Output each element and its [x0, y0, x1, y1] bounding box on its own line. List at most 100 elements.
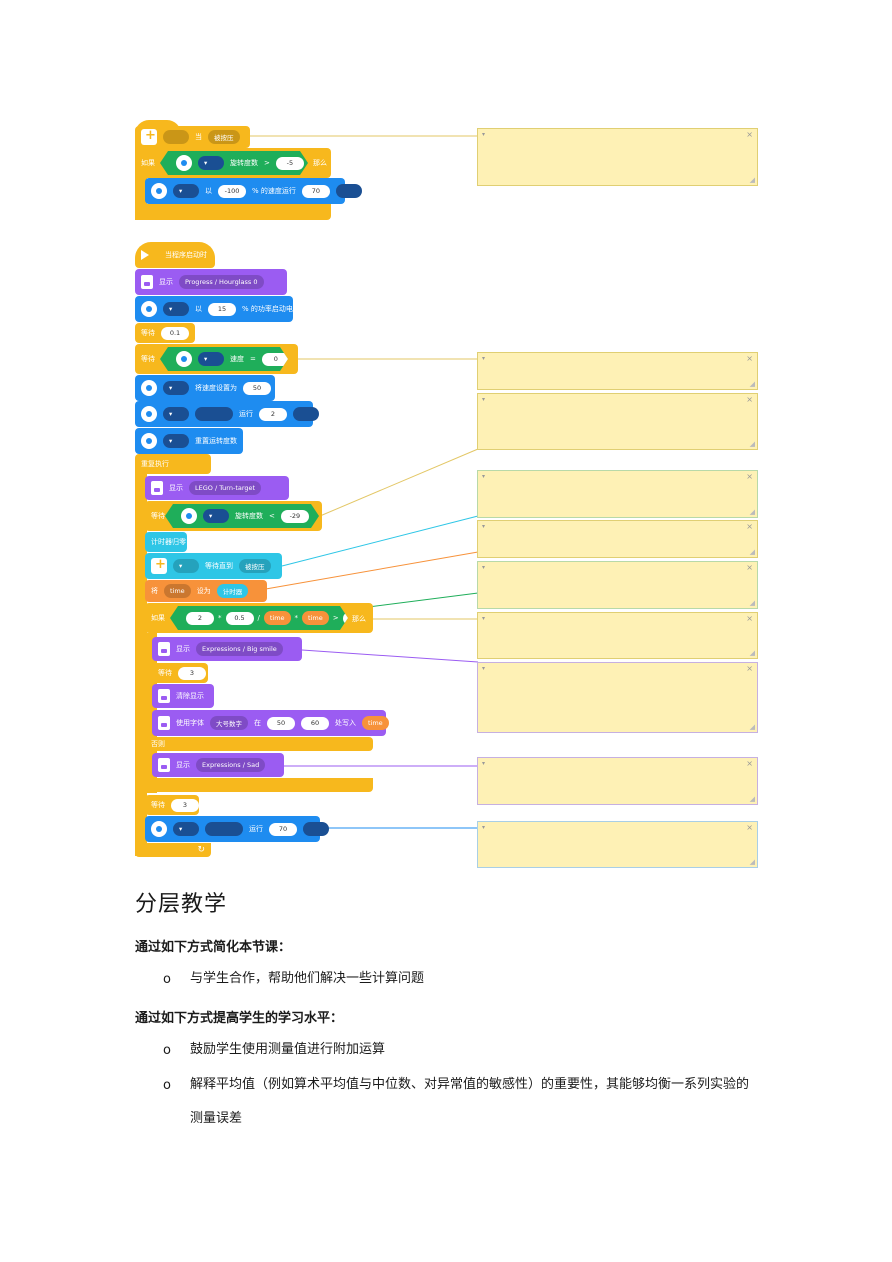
collapse-icon[interactable]: ▾ [482, 665, 486, 672]
resize-icon[interactable]: ◢ [749, 508, 755, 516]
close-icon[interactable]: × [746, 823, 753, 832]
display-image-dropdown[interactable]: Progress / Hourglass 0 [179, 275, 264, 289]
run-unit-dropdown[interactable] [303, 822, 329, 836]
display-image-dropdown[interactable]: Expressions / Sad [196, 758, 266, 772]
clear-display-block[interactable]: 清除显示 [152, 684, 214, 708]
display-block[interactable]: 显示 LEGO / Turn-target [145, 476, 289, 500]
run-unit-dropdown[interactable] [335, 184, 362, 198]
close-icon[interactable]: × [746, 130, 753, 139]
resize-icon[interactable]: ◢ [749, 176, 755, 184]
close-icon[interactable]: × [746, 759, 753, 768]
run-speed-value[interactable]: -100 [218, 184, 246, 198]
collapse-icon[interactable]: ▾ [482, 760, 486, 767]
set-speed-block[interactable]: ▾ 将速度设置为 50 % [135, 375, 284, 401]
rotation-value[interactable]: -29 [281, 510, 309, 523]
run-motor-block[interactable]: ▾ 以 -100 % 的速度运行 70 [145, 178, 362, 204]
force-state-dropdown[interactable]: 被按压 [239, 559, 271, 573]
run-amount[interactable]: 70 [269, 822, 297, 836]
speed-value[interactable]: 0 [262, 353, 290, 366]
run-motor-block[interactable]: ▾ 运行 2 [135, 401, 319, 427]
motor-port-dropdown[interactable]: ▾ [163, 381, 189, 395]
run-motor-block[interactable]: ▾ 运行 70 [145, 816, 329, 842]
calc-var2[interactable]: time [302, 611, 329, 625]
close-icon[interactable]: × [746, 522, 753, 531]
rotation-condition[interactable]: ▾ 旋转度数 > -5 [160, 151, 308, 175]
motor-port-dropdown[interactable]: ▾ [203, 509, 229, 523]
calc-b[interactable]: 0.5 [226, 612, 254, 625]
speed-condition[interactable]: ▾ 速度 = 0 [160, 347, 288, 371]
wait-seconds-block[interactable]: 等待 0.1 秒 [135, 323, 202, 343]
display-image-dropdown[interactable]: LEGO / Turn-target [189, 481, 262, 495]
rotation-value[interactable]: -5 [276, 157, 304, 170]
display-image-dropdown[interactable]: Expressions / Big smile [196, 642, 283, 656]
motor-port-dropdown[interactable]: ▾ [198, 156, 224, 170]
force-state-dropdown[interactable]: 被按压 [208, 130, 240, 144]
motor-port-dropdown[interactable]: ▾ [173, 822, 199, 836]
force-wait-block[interactable]: ▾ 等待直到 被按压 [145, 553, 282, 579]
comment-box[interactable]: ▾ × ◢ [477, 393, 758, 450]
collapse-icon[interactable]: ▾ [482, 473, 486, 480]
motor-port-dropdown[interactable]: ▾ [163, 302, 189, 316]
resize-icon[interactable]: ◢ [749, 858, 755, 866]
close-icon[interactable]: × [746, 614, 753, 623]
close-icon[interactable]: × [746, 472, 753, 481]
comment-box[interactable]: ▾×◢ [477, 128, 758, 186]
resize-icon[interactable]: ◢ [749, 649, 755, 657]
comment-box[interactable]: ▾ × ◢ [477, 662, 758, 733]
power-value[interactable]: 15 [208, 302, 236, 316]
start-hat-block[interactable]: 当程序启动时 [135, 242, 215, 268]
set-speed-value[interactable]: 50 [243, 381, 271, 395]
comment-box[interactable]: ▾ × ◢ [477, 757, 758, 805]
write-x[interactable]: 50 [267, 716, 295, 730]
resize-icon[interactable]: ◢ [749, 723, 755, 731]
run-unit-dropdown[interactable] [293, 407, 319, 421]
run-direction-dropdown[interactable] [195, 407, 233, 421]
resize-icon[interactable]: ◢ [749, 599, 755, 607]
comment-box[interactable]: ▾ × ◢ [477, 612, 758, 659]
forever-loop[interactable]: 重复执行 [135, 454, 211, 474]
collapse-icon[interactable]: ▾ [482, 824, 486, 831]
timer-reporter[interactable]: 计时器 [216, 584, 249, 598]
run-direction-dropdown[interactable] [205, 822, 243, 836]
write-display-block[interactable]: 使用字体 大号数字 在 50 60 处写入 time [152, 710, 389, 736]
collapse-icon[interactable]: ▾ [482, 523, 486, 530]
wait-seconds-block[interactable]: 等待 3 秒 [152, 663, 219, 683]
font-dropdown[interactable]: 大号数字 [210, 716, 248, 730]
collapse-icon[interactable]: ▾ [482, 396, 486, 403]
write-y[interactable]: 60 [301, 716, 329, 730]
rotation-condition[interactable]: ▾ 旋转度数 < -29 [165, 504, 319, 528]
comment-box[interactable]: ▾ × ◢ [477, 352, 758, 390]
resize-icon[interactable]: ◢ [749, 380, 755, 388]
resize-icon[interactable]: ◢ [749, 795, 755, 803]
motor-port-dropdown[interactable]: ▾ [163, 434, 189, 448]
motor-port-dropdown[interactable]: ▾ [173, 184, 199, 198]
calculation-condition[interactable]: 2 * 0.5 / time * time > 6 [170, 606, 348, 630]
run-amount-value[interactable]: 70 [301, 184, 330, 198]
variable-dropdown[interactable]: time [164, 584, 191, 598]
comment-box[interactable]: ▾ × ◢ [477, 470, 758, 518]
close-icon[interactable]: × [746, 395, 753, 404]
port-dropdown[interactable]: ▾ [173, 559, 199, 573]
reset-rotation-block[interactable]: ▾ 重置运转度数 [135, 428, 243, 454]
wait-value[interactable]: 3 [171, 798, 199, 812]
close-icon[interactable]: × [746, 563, 753, 572]
resize-icon[interactable]: ◢ [749, 440, 755, 448]
display-block[interactable]: 显示 Progress / Hourglass 0 [135, 269, 287, 295]
collapse-icon[interactable]: ▾ [482, 355, 486, 362]
write-variable[interactable]: time [362, 716, 389, 730]
reset-timer-block[interactable]: 计时器归零 [145, 532, 187, 552]
display-block[interactable]: 显示 Expressions / Sad [152, 753, 284, 777]
collapse-icon[interactable]: ▾ [482, 615, 486, 622]
calc-a[interactable]: 2 [186, 612, 214, 625]
calc-var1[interactable]: time [264, 611, 291, 625]
force-sensor-hat[interactable]: 当 被按压 [135, 126, 250, 148]
port-dropdown[interactable] [163, 130, 189, 144]
wait-value[interactable]: 3 [178, 666, 206, 680]
close-icon[interactable]: × [746, 354, 753, 363]
set-variable-block[interactable]: 将 time 设为 计时器 [145, 580, 267, 602]
wait-seconds-block[interactable]: 等待 3 秒 [145, 795, 212, 815]
else-block[interactable]: 否则 [145, 737, 373, 751]
display-block[interactable]: 显示 Expressions / Big smile [152, 637, 302, 661]
close-icon[interactable]: × [746, 664, 753, 673]
comment-box[interactable]: ▾ × ◢ [477, 821, 758, 868]
